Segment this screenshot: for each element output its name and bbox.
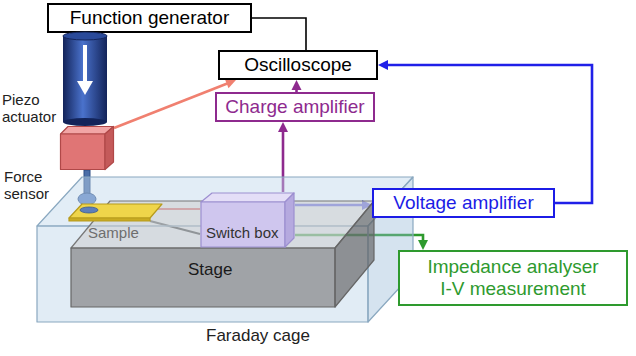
text-slot: Sample <box>88 224 139 241</box>
faraday-cage: Faraday cage Stage Sample Switch box <box>36 176 414 344</box>
sample-plate: Sample <box>68 198 163 246</box>
switch-side <box>285 193 294 247</box>
arrowhead <box>378 60 388 70</box>
switch-box: Switch box <box>200 192 295 248</box>
text-slot: Faraday cage <box>206 326 310 346</box>
instrument-box: Function generator <box>47 3 252 33</box>
node-label: Piezo actuator <box>2 91 59 126</box>
sample-electrode <box>80 207 98 213</box>
amplifier-box: Voltage amplifier <box>372 188 555 218</box>
arrowhead <box>292 80 302 90</box>
text-slot: Piezo actuator <box>2 91 59 126</box>
plate-edge <box>69 218 150 221</box>
motion-arrow-head <box>77 81 93 95</box>
sensor-side <box>105 127 114 170</box>
piezo-actuator: Piezo actuator <box>62 31 108 126</box>
piezo-bottom <box>63 118 107 126</box>
switch-top <box>201 193 294 202</box>
motion-arrow-shaft <box>83 45 87 83</box>
node-label: Sample <box>88 224 139 241</box>
connector-line <box>386 65 592 203</box>
force-sensor-outline <box>60 126 114 170</box>
stage-side <box>335 201 374 307</box>
connector <box>292 80 302 92</box>
plate-top <box>69 204 162 218</box>
node-label: Impedance analyser <box>427 256 598 278</box>
instrument-box: Oscilloscope <box>218 50 378 80</box>
piezo-top <box>63 32 107 40</box>
switch-front <box>201 202 285 247</box>
arrowhead <box>225 79 236 88</box>
text-slot: Switch box <box>206 224 279 241</box>
piezo-body <box>63 36 107 122</box>
force-sensor: Force sensor <box>60 126 114 170</box>
node-label: I-V measurement <box>440 278 586 300</box>
stage-block: Stage Sample Switch box <box>70 200 375 308</box>
connector-line <box>114 83 229 128</box>
node-label: Switch box <box>206 224 279 241</box>
connector-line <box>252 18 306 50</box>
node-label: Charge amplifier <box>225 96 364 118</box>
stage-front <box>71 248 335 307</box>
connector <box>252 18 306 50</box>
amplifier-box: Charge amplifier <box>215 92 375 122</box>
text-slot: Force sensor <box>4 168 56 203</box>
sensor-front <box>61 134 106 170</box>
analyser-box: Impedance analyserI-V measurement <box>398 250 628 306</box>
piezo-actuator-outline <box>62 31 108 126</box>
node-label: Oscilloscope <box>244 54 352 76</box>
text-slot: Stage <box>188 260 232 280</box>
arrowhead <box>418 240 428 250</box>
node-label: Voltage amplifier <box>393 192 533 214</box>
arrowhead <box>278 122 288 132</box>
node-label: Faraday cage <box>206 326 310 346</box>
node-label: Function generator <box>70 7 230 29</box>
node-label: Force sensor <box>4 168 56 203</box>
node-label: Stage <box>188 260 232 280</box>
